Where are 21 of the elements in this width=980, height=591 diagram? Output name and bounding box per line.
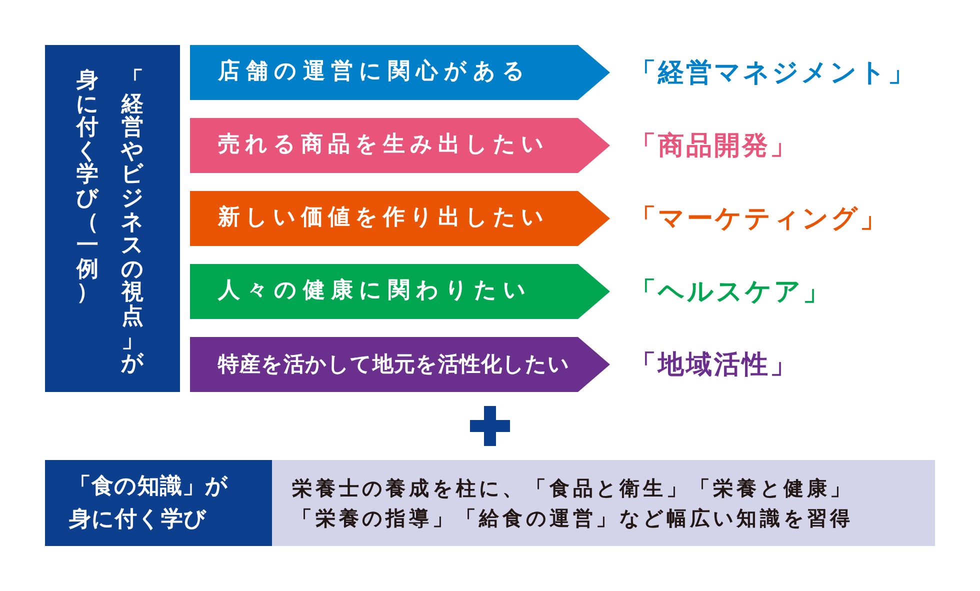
arrow-band xyxy=(190,118,610,173)
heading-panel xyxy=(45,460,272,546)
topic-label: 「マーケティング」 xyxy=(630,202,888,236)
description-text: 栄養士の養成を柱に、「食品と衛生」「栄養と健康」「栄養の指導」「給食の運営」など幅広い知識を習得 xyxy=(292,475,855,532)
arrow-band xyxy=(190,264,610,319)
band-text: 店舗の運営に関心がある xyxy=(218,58,531,86)
arrow-band xyxy=(190,191,610,246)
band-text: 売れる商品を生み出したい xyxy=(218,131,549,160)
description-panel xyxy=(272,460,935,546)
topic-label: 「商品開発」 xyxy=(630,130,798,162)
topic-label: 「経営マネジメント」 xyxy=(630,56,916,90)
band-text: 人々の健康に関わりたい xyxy=(218,277,532,306)
arrow-band xyxy=(190,45,610,100)
band-text: 特産を活かして地元を活性化したい xyxy=(218,350,570,378)
heading-panel xyxy=(45,45,180,392)
topic-label: 「地域活性」 xyxy=(630,348,798,382)
topic-label: 「ヘルスケア」 xyxy=(630,276,831,308)
heading-text: 「経営やビジネスの視点」が身に付く学び（一例） xyxy=(74,69,145,378)
heading-text: 「食の知識」が身に付く学び xyxy=(69,473,230,534)
arrow-band xyxy=(190,337,610,392)
band-text: 新しい価値を作り出したい xyxy=(218,204,549,232)
